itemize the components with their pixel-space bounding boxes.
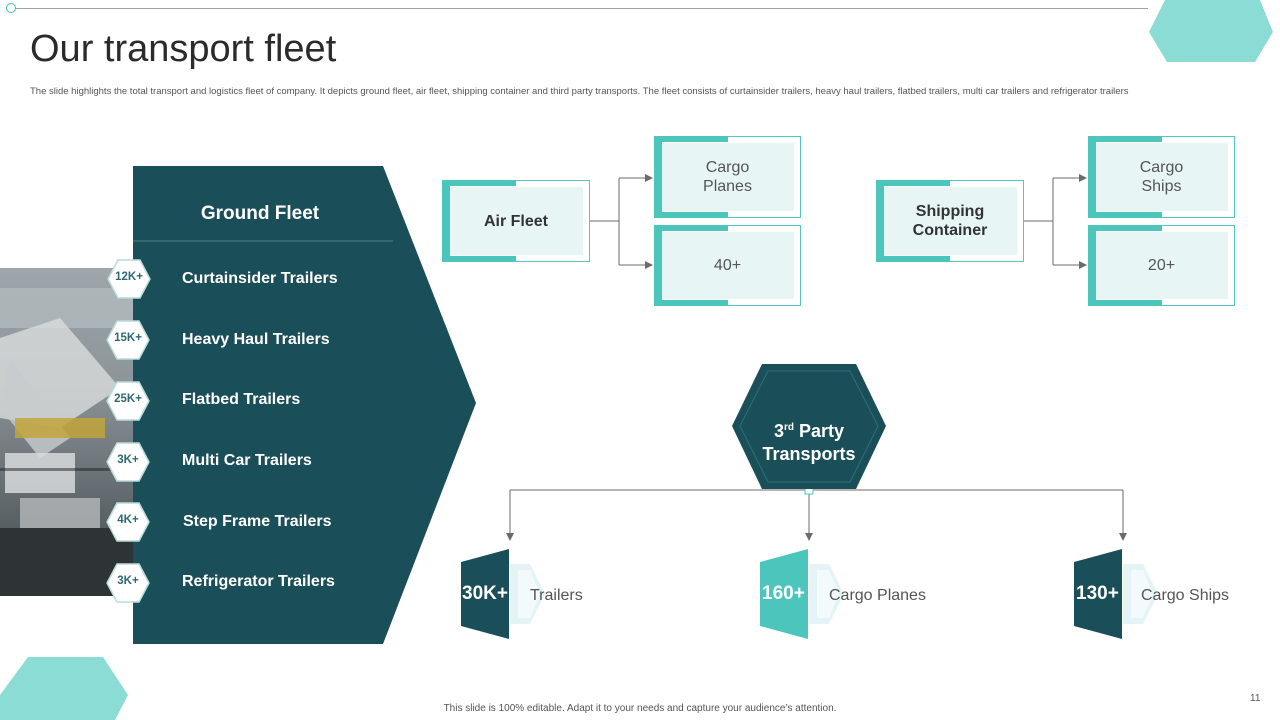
third-party-hexagon (732, 364, 886, 489)
cargo-ships-stat-shape (1074, 549, 1158, 639)
count-hexagon: 25K+ (106, 381, 150, 421)
cargo-ships-label: Cargo Ships (1139, 159, 1184, 195)
bottom-left-hexagon-decoration (0, 657, 128, 720)
page-number: 11 (1250, 693, 1261, 704)
count-hexagon: 12K+ (107, 259, 151, 299)
cargo-planes-box: Cargo Planes (654, 136, 801, 218)
trailers-stat-value: 30K+ (462, 583, 508, 604)
cargo-ships-stat-value: 130+ (1076, 583, 1119, 604)
top-divider-line (14, 8, 1148, 9)
count-hexagon: 3K+ (106, 442, 150, 482)
ground-fleet-item-label: Step Frame Trailers (183, 513, 332, 530)
count-value: 12K+ (115, 271, 143, 283)
ground-fleet-item-label: Refrigerator Trailers (182, 573, 335, 590)
cargo-ships-stat-label: Cargo Ships (1141, 587, 1230, 604)
cargo-planes-label: Cargo Planes (703, 159, 752, 195)
ground-fleet-item-label: Multi Car Trailers (182, 452, 312, 469)
page-title: Our transport fleet (30, 28, 337, 70)
third-party-title: 3rd Party Transports (730, 416, 888, 466)
count-value: 4K+ (117, 514, 139, 526)
cargo-planes-stat-value: 160+ (762, 583, 805, 604)
top-right-hexagon-decoration (1149, 0, 1273, 62)
count-value: 3K+ (117, 575, 139, 587)
air-fleet-count-box: 40+ (654, 225, 801, 306)
third-party-title-line2: Transports (762, 444, 856, 464)
trailers-stat-label: Trailers (530, 587, 583, 604)
air-fleet-box: Air Fleet (442, 180, 590, 262)
third-party-title-suffix: rd (783, 422, 794, 433)
shipping-count: 20+ (1147, 257, 1176, 274)
ground-fleet-item-label: Heavy Haul Trailers (182, 331, 330, 348)
third-party-title-word: Party (793, 421, 845, 441)
ground-fleet-panel (133, 166, 476, 644)
top-line-dot (6, 3, 16, 13)
air-fleet-label: Air Fleet (483, 212, 548, 230)
count-value: 3K+ (117, 454, 139, 466)
ground-fleet-heading: Ground Fleet (200, 203, 320, 224)
count-hexagon: 4K+ (106, 502, 150, 542)
footer-note: This slide is 100% editable. Adapt it to… (443, 703, 837, 714)
count-hexagon: 3K+ (106, 563, 150, 603)
third-party-title-number: 3 (773, 421, 784, 441)
shipping-container-label: Shipping Container (912, 203, 988, 239)
shipping-count-box: 20+ (1088, 225, 1235, 306)
count-value: 25K+ (114, 393, 142, 405)
slide-description: The slide highlights the total transport… (30, 86, 1129, 97)
ground-fleet-item-label: Flatbed Trailers (182, 391, 301, 408)
cargo-planes-stat-shape (760, 549, 844, 639)
trailers-stat-shape (461, 549, 545, 639)
air-fleet-count: 40+ (713, 257, 742, 274)
shipping-container-box: Shipping Container (876, 180, 1024, 262)
cargo-ships-box: Cargo Ships (1088, 136, 1235, 218)
ground-fleet-item-label: Curtainsider Trailers (182, 270, 338, 287)
count-hexagon: 15K+ (106, 320, 150, 360)
count-value: 15K+ (114, 332, 142, 344)
cargo-planes-stat-label: Cargo Planes (829, 587, 926, 604)
